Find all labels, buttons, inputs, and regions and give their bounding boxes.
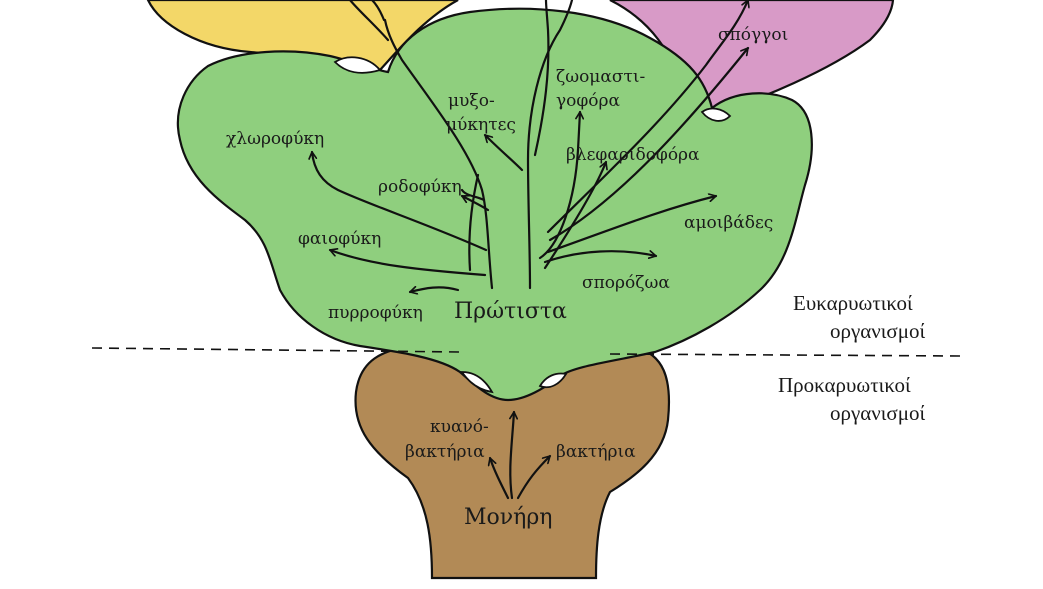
label-myxomycetes-line2: μύκητες (446, 115, 516, 135)
eukaryote-prokaryote-divider (91, 347, 961, 357)
protista-right-branches (526, 0, 748, 290)
protista-left-branches (312, 0, 524, 292)
label-phaeophyta: φαιοφύκη (298, 229, 381, 249)
label-myxomycetes-line1: μυξο- (448, 91, 495, 111)
label-ciliophora: βλεφαριδοφόρα (566, 145, 700, 165)
label-zoomastigophora-line1: ζωομαστι- (556, 67, 645, 87)
label-prokaryotes-line2: οργανισμοί (830, 401, 925, 425)
label-eukaryotes-line2: οργανισμοί (830, 319, 925, 343)
notch-bottom-right (538, 372, 568, 389)
label-rhodophyta: ροδοφύκη (378, 177, 462, 197)
label-protista: Πρώτιστα (454, 299, 567, 324)
label-amoebae: αμοιβάδες (684, 213, 773, 233)
notch-bottom-left (460, 371, 494, 394)
label-zoomastigophora-line2: γοφόρα (556, 91, 621, 111)
label-sponges: σπόγγοι (718, 25, 788, 45)
label-prokaryotes-line1: Προκαρυωτικοί (778, 373, 911, 397)
label-bacteria: βακτήρια (556, 442, 636, 462)
label-sporozoa: σπορόζωα (582, 273, 670, 293)
monera-branches (490, 410, 552, 500)
label-monera: Μονήρη (464, 505, 552, 530)
label-cyanobacteria-line2: βακτήρια (405, 442, 485, 462)
label-cyanobacteria-line1: κυανό- (430, 417, 489, 437)
label-eukaryotes-line1: Ευκαρυωτικοί (793, 291, 913, 315)
label-pyrrophyta: πυρροφύκη (328, 303, 423, 323)
label-chlorophyta: χλωροφύκη (226, 129, 324, 149)
notch-left-top (333, 56, 382, 74)
notch-right-top (700, 107, 732, 122)
